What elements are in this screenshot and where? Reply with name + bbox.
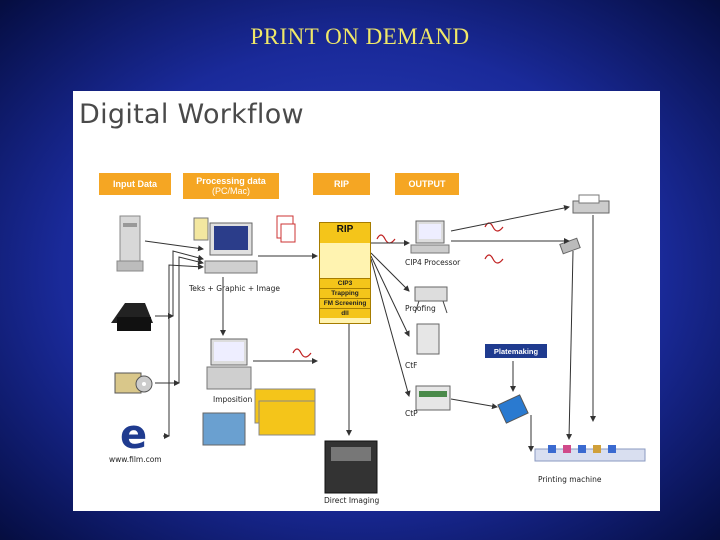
scanner-tower-icon bbox=[116, 215, 144, 272]
header-input-data: Input Data bbox=[99, 173, 171, 195]
rip-step-dll: dll bbox=[320, 308, 370, 318]
slide-title: PRINT ON DEMAND bbox=[250, 24, 470, 49]
e-logo-icon: e bbox=[120, 412, 147, 458]
direct-imaging-press-icon bbox=[324, 440, 378, 494]
label-url: www.film.com bbox=[109, 455, 162, 464]
pc-mac-icon bbox=[193, 217, 258, 274]
rip-step-cip3: CIP3 bbox=[320, 278, 370, 288]
ctf-imagesetter-icon bbox=[416, 323, 440, 355]
imposition-pc-icon bbox=[206, 338, 252, 390]
workflow-graphics: e bbox=[111, 194, 646, 494]
rip-box: RIP CIP3 Trapping FM Screening dll bbox=[319, 222, 371, 324]
header-output: OUTPUT bbox=[395, 173, 459, 195]
proofing-printer-icon bbox=[414, 286, 448, 314]
label-teks: Teks + Graphic + Image bbox=[189, 284, 280, 293]
diagram-title: Digital Workflow bbox=[79, 99, 304, 130]
header-rip: RIP bbox=[313, 173, 370, 195]
platemaking-badge: Platemaking bbox=[485, 344, 547, 358]
svg-text:e: e bbox=[120, 412, 147, 458]
document-icon bbox=[276, 215, 296, 243]
label-proofing: Proofing bbox=[405, 304, 436, 313]
label-direct-imaging: Direct Imaging bbox=[324, 496, 380, 505]
flow-arrows bbox=[144, 205, 596, 452]
header-processing-data: Processing data (PC/Mac) bbox=[183, 173, 279, 199]
digital-camera-icon bbox=[111, 303, 153, 331]
printing-machine-icon bbox=[534, 445, 646, 462]
rip-label: RIP bbox=[320, 223, 370, 243]
label-imposition: Imposition bbox=[213, 395, 253, 404]
cip4-workstation-icon bbox=[410, 220, 450, 254]
output-printer-icon bbox=[572, 194, 610, 214]
workflow-diagram: Digital Workflow Input Data Processing d… bbox=[73, 91, 660, 511]
label-printing-machine: Printing machine bbox=[538, 475, 602, 484]
label-ctf: CtF bbox=[405, 361, 418, 370]
photo-disc-icon bbox=[114, 372, 153, 394]
label-cip4: CIP4 Processor bbox=[405, 258, 461, 267]
rip-step-trapping: Trapping bbox=[320, 288, 370, 298]
imposition-sheets-icon bbox=[202, 388, 316, 446]
label-ctp: CtP bbox=[405, 409, 418, 418]
plate-icon bbox=[497, 394, 529, 424]
rip-step-fm-screening: FM Screening bbox=[320, 298, 370, 308]
ctp-platesetter-icon bbox=[415, 385, 451, 411]
